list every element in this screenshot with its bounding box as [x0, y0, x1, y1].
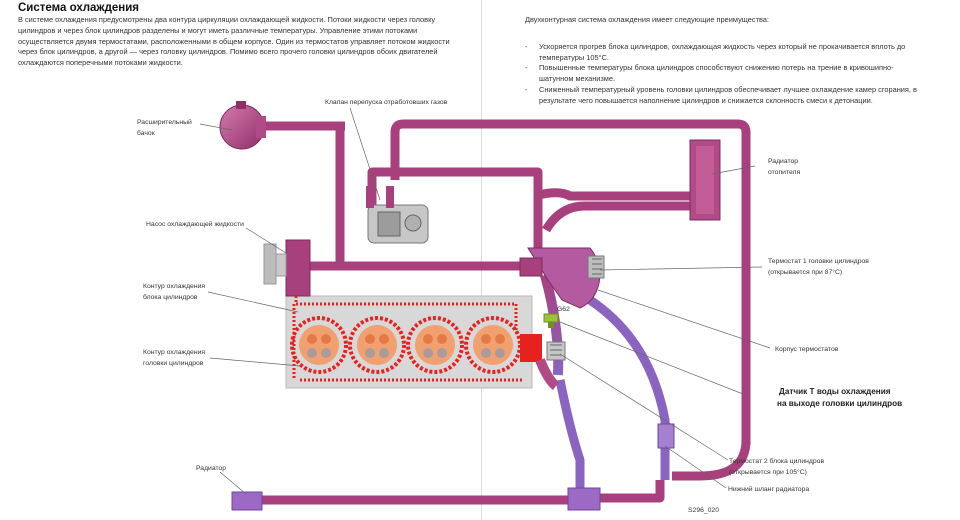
bottom-junction — [567, 423, 675, 511]
label-radiator: Радиатор — [196, 465, 226, 472]
sensor-g62 — [543, 313, 559, 328]
label-thermostat-2-2: (открывается при 105°С) — [729, 468, 807, 476]
label-thermostat-housing: Корпус термостатов — [775, 346, 839, 353]
label-sensor-2: на выходе головки цилиндров — [777, 399, 902, 408]
exhaust-gas-valve — [366, 186, 429, 244]
thermostat-housing — [519, 247, 605, 309]
figure-code: S296_020 — [688, 507, 719, 514]
label-expansion-tank-2: бачок — [137, 129, 155, 137]
cool-return-pipes — [555, 296, 670, 492]
label-pump: Насос охлаждающей жидкости — [146, 220, 244, 228]
cylinder — [290, 316, 348, 374]
pipe-lower-hose-gradient — [540, 273, 564, 376]
advantages-section: Двухконтурная система охлаждения имеет с… — [525, 15, 925, 107]
page-title: Система охлаждения — [18, 2, 140, 14]
label-thermostat-1: Термостат 1 головки цилиндров — [768, 258, 869, 265]
coolant-pump — [263, 239, 311, 297]
label-heater-radiator: Радиатор — [768, 158, 798, 165]
label-thermostat-2: Термостат 2 блока цилиндров — [729, 457, 824, 465]
heater-radiator — [689, 139, 721, 221]
cylinder — [348, 316, 406, 374]
label-lower-hose: Нижний шланг радиатора — [728, 485, 809, 493]
pipe-heater-lower — [542, 201, 690, 233]
pipe-right-bottom — [600, 480, 665, 503]
pipe-right-return — [672, 439, 751, 481]
label-sensor: Датчик Т воды охлаждения — [779, 387, 891, 396]
coolant-pipes — [262, 119, 751, 505]
pipe-top-right — [390, 119, 751, 445]
label-head-circuit: Контур охлаждения — [143, 349, 205, 356]
label-block-circuit-2: блока цилиндров — [143, 293, 198, 301]
head-circuit-outlet — [520, 334, 542, 362]
cylinder — [406, 316, 464, 374]
label-gas-valve: Клапан перепуска отработовших газов — [325, 98, 448, 106]
pipe-heater-upper — [537, 188, 690, 201]
advantages-intro: Двухконтурная система охлаждения имеет с… — [525, 15, 769, 24]
advantage-item: Повышенные температуры блока цилиндров с… — [525, 63, 925, 85]
advantages-list: Ускоряется прогрев блока цилиндров, охла… — [525, 42, 925, 107]
pipe-thermostat-down — [555, 379, 585, 492]
thermostat-2 — [535, 341, 566, 390]
intro-paragraph: В системе охлаждения предусмотрены два к… — [18, 15, 450, 68]
advantage-item: Сниженный температурный уровень головки … — [525, 85, 925, 107]
label-expansion-tank: Расширительный — [137, 118, 192, 126]
cylinders — [290, 316, 522, 374]
pipe-lower-hose — [587, 296, 670, 480]
expansion-tank — [219, 101, 266, 150]
main-radiator — [231, 491, 263, 511]
label-head-circuit-2: головки цилиндров — [143, 360, 204, 367]
leader-lines — [199, 107, 771, 495]
label-thermostat-1-2: (открывается при 87°С) — [768, 268, 842, 276]
label-block-circuit: Контур охлаждения — [143, 283, 205, 290]
advantage-item: Ускоряется прогрев блока цилиндров, охла… — [525, 42, 925, 64]
label-heater-radiator-2: отопителя — [768, 169, 800, 176]
label-sensor-code: G62 — [557, 306, 570, 313]
page-divider — [481, 0, 482, 520]
